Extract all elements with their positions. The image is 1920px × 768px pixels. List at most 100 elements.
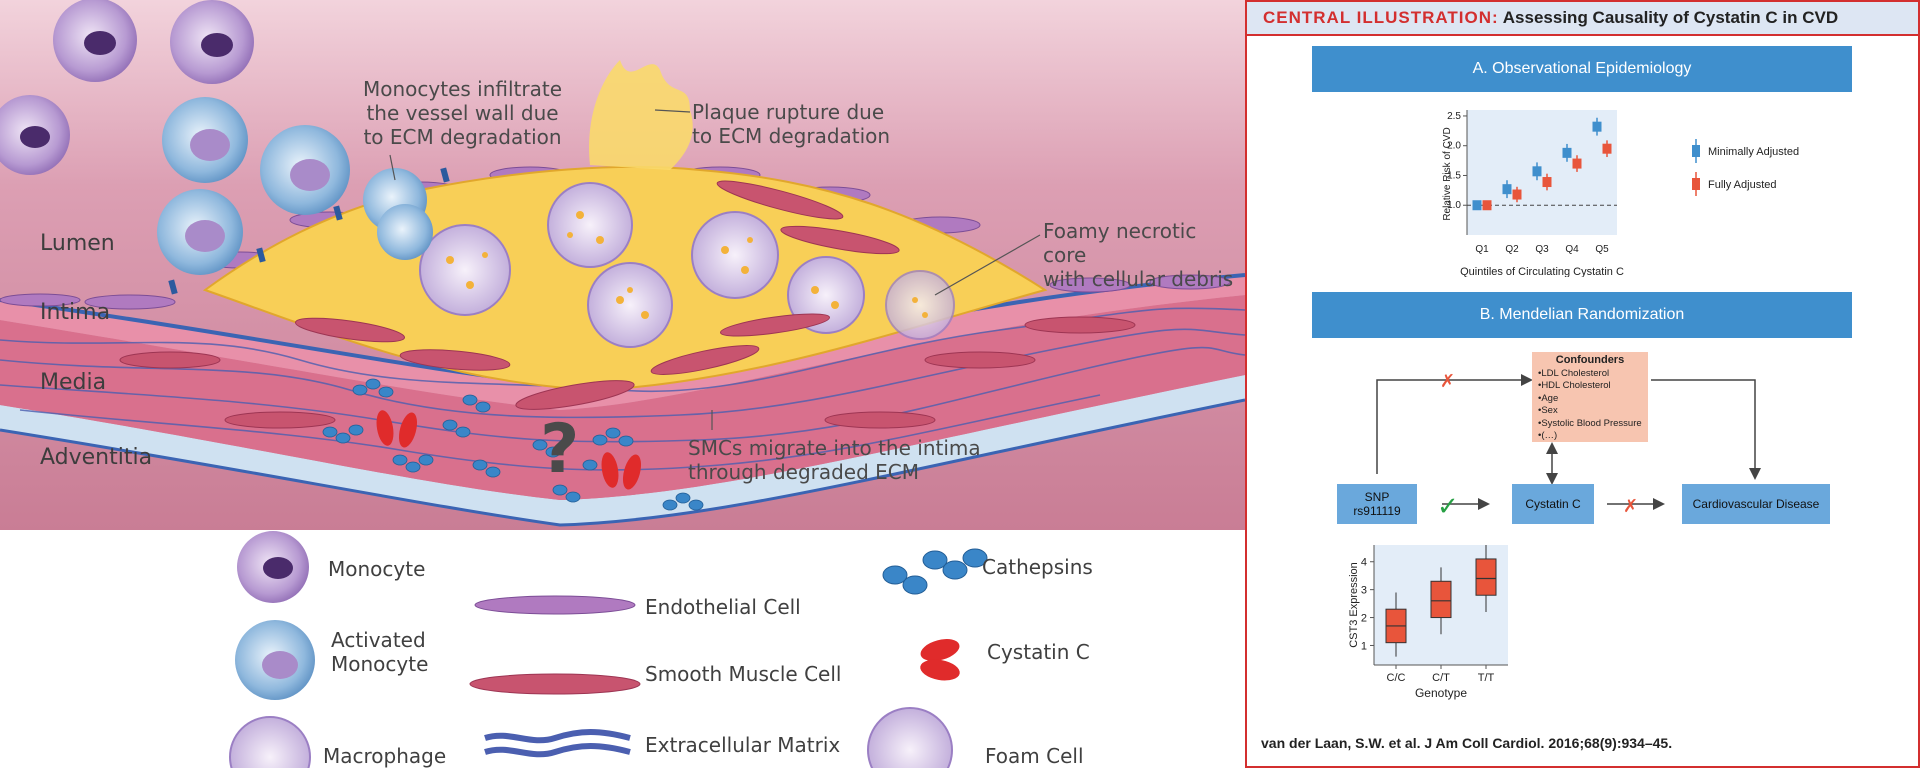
x-tick-label-b-0: C/C	[1387, 672, 1406, 684]
legend-activated-monocyte: Activated Monocyte	[331, 628, 428, 676]
central-illustration-title: Assessing Causality of Cystatin C in CVD	[1502, 8, 1839, 27]
annotation-smc: SMCs migrate into the intima through deg…	[688, 436, 981, 484]
legend-ecm: Extracellular Matrix	[645, 733, 841, 757]
annotation-monocytes-line1: Monocytes infiltrate	[363, 77, 563, 101]
foam-cells-core	[419, 182, 955, 348]
confounders-box: Confounders •LDL Cholesterol •HDL Choles…	[1532, 352, 1648, 442]
label-media: Media	[40, 370, 107, 395]
check-mark-icon: ✓	[1437, 492, 1459, 522]
artery-illustration: Lumen Intima Media Adventitia Monocytes …	[0, 0, 1245, 768]
cvd-box: Cardiovascular Disease	[1682, 484, 1830, 524]
cystatin-c-molecules	[376, 410, 642, 490]
confounder-ldl: •LDL Cholesterol	[1538, 367, 1610, 379]
legend-fully-adjusted: Fully Adjusted	[1708, 179, 1776, 191]
lumen-activated-monocytes	[157, 97, 433, 275]
x-tick-label-a-4: Q5	[1595, 244, 1609, 255]
central-illustration-header: CENTRAL ILLUSTRATION: Assessing Causalit…	[1247, 2, 1918, 36]
media-layer	[0, 295, 1245, 500]
confounder-hdl: •HDL Cholesterol	[1538, 380, 1611, 391]
legend-foam-cell: Foam Cell	[985, 744, 1084, 768]
plot-area-a	[1467, 110, 1617, 235]
cystatin-box: Cystatin C	[1512, 484, 1594, 524]
confounder-sbp: •Systolic Blood Pressure	[1538, 417, 1642, 429]
cross-mark-cvd: ✗	[1623, 496, 1638, 517]
snp-label: SNP	[1364, 490, 1390, 504]
label-adventitia: Adventitia	[40, 445, 153, 470]
x-tick-label-b-1: C/T	[1432, 672, 1450, 684]
snp-box: SNP rs911119	[1337, 484, 1417, 524]
y-axis-label-b: CST3 Expression	[1348, 562, 1360, 648]
box-2	[1475, 558, 1497, 596]
box-1	[1430, 580, 1452, 619]
annotation-smc-line2: through degraded ECM	[688, 460, 920, 484]
y-tick-label-a-0: 1.0	[1447, 200, 1461, 211]
y-tick-label-a-1: 1.5	[1447, 170, 1461, 181]
lumen-monocytes	[0, 0, 254, 175]
legend-activated-line2: Monocyte	[331, 652, 429, 676]
confounder-etc: •(…)	[1538, 430, 1558, 441]
adventitia-layer	[0, 375, 1245, 525]
y-axis-label-a: Relative Risk of CVD	[1442, 127, 1453, 220]
cathepsin-clusters	[322, 378, 704, 511]
point-0-4	[1592, 121, 1602, 132]
x-tick-label-a-2: Q3	[1535, 244, 1549, 255]
annotation-plaque-line2: to ECM degradation	[692, 124, 891, 148]
legend-icons	[229, 531, 988, 768]
snp-id: rs911119	[1353, 504, 1401, 518]
x-axis-label-b: Genotype	[1415, 686, 1467, 700]
mr-diagram-lines: ✗ ✓ ✗	[1376, 371, 1761, 522]
point-1-0	[1482, 200, 1492, 211]
point-0-3	[1562, 147, 1572, 158]
point-1-1	[1512, 189, 1522, 200]
legend-cathepsins: Cathepsins	[982, 555, 1093, 579]
central-illustration-label: CENTRAL ILLUSTRATION:	[1263, 8, 1499, 27]
confounders-title: Confounders	[1555, 354, 1625, 366]
cross-mark-confounders: ✗	[1440, 371, 1455, 392]
y-tick-label-b-2: 3	[1361, 585, 1367, 597]
question-mark: ?	[540, 410, 580, 489]
x-tick-label-a-1: Q2	[1505, 244, 1519, 255]
central-illustration-panel: CENTRAL ILLUSTRATION: Assessing Causalit…	[1245, 0, 1920, 768]
annotation-plaque: Plaque rupture due to ECM degradation	[692, 100, 890, 148]
lipid-droplets	[446, 211, 928, 319]
section-a-banner: A. Observational Epidemiology	[1312, 46, 1852, 92]
point-1-2	[1542, 177, 1552, 188]
legend-monocyte: Monocyte	[328, 557, 426, 581]
legend-minimally-adjusted: Minimally Adjusted	[1708, 146, 1799, 158]
section-b-banner: B. Mendelian Randomization	[1312, 292, 1852, 338]
plaque-rupture	[589, 60, 693, 170]
legend-macrophage: Macrophage	[323, 744, 447, 768]
legend-smooth-muscle: Smooth Muscle Cell	[645, 662, 842, 686]
smooth-muscle-cells	[119, 180, 1136, 429]
x-tick-label-b-2: T/T	[1478, 672, 1495, 684]
citation: van der Laan, S.W. et al. J Am Coll Card…	[1261, 735, 1673, 751]
y-tick-label-b-1: 2	[1361, 613, 1367, 625]
x-axis-label-a: Quintiles of Circulating Cystatin C	[1460, 266, 1624, 277]
y-tick-label-a-3: 2.5	[1447, 111, 1461, 122]
point-1-3	[1572, 158, 1582, 169]
label-lumen: Lumen	[40, 231, 115, 256]
adhesion-molecules	[168, 167, 450, 295]
label-intima: Intima	[40, 300, 111, 325]
legend-endothelial: Endothelial Cell	[645, 595, 801, 619]
annotation-plaque-line1: Plaque rupture due	[692, 100, 885, 124]
point-1-4	[1602, 143, 1612, 154]
x-tick-label-a-3: Q4	[1565, 244, 1579, 255]
annotation-monocytes-line3: to ECM degradation	[363, 125, 562, 149]
annotation-monocytes-line2: the vessel wall due	[366, 101, 559, 125]
annotation-foamy-line1: Foamy necrotic core	[1043, 219, 1197, 267]
point-0-2	[1532, 166, 1542, 177]
legend-activated-line1: Activated	[331, 628, 426, 652]
annotation-smc-line1: SMCs migrate into the intima	[688, 436, 981, 460]
confounder-age: •Age	[1538, 392, 1559, 404]
y-tick-label-a-2: 2.0	[1447, 141, 1461, 152]
y-tick-label-b-0: 1	[1361, 640, 1367, 652]
y-tick-label-b-3: 4	[1361, 557, 1367, 569]
annotation-foamy-core: Foamy necrotic core with cellular debris	[1043, 219, 1245, 291]
confounder-sex: •Sex	[1538, 405, 1558, 416]
legend-cystatin: Cystatin C	[987, 640, 1090, 664]
genotype-boxplot: 1 2 3 4C/C C/T T/T CST3 Expression Genotype	[1348, 545, 1508, 700]
artery-drawing	[0, 0, 1245, 768]
annotation-monocytes: Monocytes infiltrate the vessel wall due…	[363, 77, 562, 149]
